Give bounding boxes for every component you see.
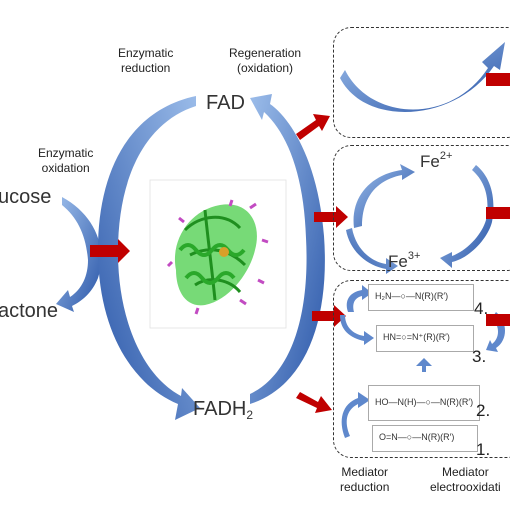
mediator-molecule-2: HO—N(H)—○—N(R)(R′) — [368, 385, 480, 421]
mediator-electrooxidation-line2: electrooxidati — [430, 480, 501, 494]
substrate-red-arrow — [90, 239, 130, 263]
regeneration-box-arrow — [340, 42, 510, 113]
regeneration-arrow — [250, 94, 325, 404]
mediator-electrooxidation-line1: Mediator — [442, 465, 489, 479]
mediator-molecule-1: O=N—○—N(R)(R′) — [372, 425, 478, 452]
fadh2-label: FADH2 — [193, 398, 253, 422]
mediator-arrows — [340, 285, 510, 438]
fadh2-main: FADH — [193, 398, 247, 420]
protein-ribbon — [166, 199, 269, 315]
iron-cycle-arrows — [346, 164, 510, 274]
mediator-molecule-3: HN=○=N⁺(R)(R′) — [376, 325, 474, 352]
molecule-3-formula: HN=○=N⁺(R)(R′) — [383, 332, 450, 342]
enzymatic-oxidation-line2: oxidation — [41, 161, 90, 175]
glucose-label: ucose — [0, 186, 52, 208]
regeneration-red-arrows — [296, 114, 348, 413]
step-number-4: 4. — [474, 299, 489, 318]
protein-structure-image — [149, 179, 287, 329]
fe3-superscript: 3+ — [407, 250, 421, 262]
regeneration-box — [333, 27, 510, 138]
regeneration-line2: (oxidation) — [237, 61, 294, 75]
fe2-main: Fe — [420, 152, 440, 171]
step-number-3: 3. — [472, 347, 487, 366]
mediator-reduction-line2: reduction — [340, 480, 390, 494]
lactone-label: actone — [0, 300, 59, 322]
mediator-reduction-label: Mediator reduction — [340, 465, 389, 495]
organic-mediator-box — [333, 280, 510, 458]
fe3-main: Fe — [388, 252, 408, 271]
enzymatic-reduction-line1: Enzymatic — [118, 46, 174, 60]
enzymatic-reduction-label: Enzymatic reduction — [118, 46, 173, 76]
step-number-2: 2. — [476, 401, 491, 420]
iron-mediator-box — [333, 145, 510, 271]
fe2-superscript: 2+ — [439, 150, 453, 162]
mediator-molecule-4: H₂N—○—N(R)(R′) — [368, 284, 474, 311]
regeneration-label: Regeneration (oxidation) — [229, 46, 301, 76]
molecule-2-formula: HO—N(H)—○—N(R)(R′) — [375, 397, 474, 407]
molecule-4-formula: H₂N—○—N(R)(R′) — [375, 291, 449, 301]
step-number-1: 1. — [476, 440, 491, 459]
glucose-oxidation-arrow — [56, 197, 102, 312]
mediator-reduction-line1: Mediator — [341, 465, 389, 479]
enzymatic-oxidation-line1: Enzymatic — [38, 146, 94, 160]
enzymatic-reduction-arrow — [98, 96, 200, 420]
enzymatic-reduction-line2: reduction — [120, 61, 171, 75]
enzymatic-oxidation-label: Enzymatic oxidation — [38, 146, 93, 176]
fad-label: FAD — [206, 92, 245, 114]
fadh2-subscript: 2 — [246, 408, 254, 422]
molecule-1-formula: O=N—○—N(R)(R′) — [379, 432, 455, 442]
fe2-label: Fe2+ — [420, 150, 452, 172]
fe3-label: Fe3+ — [388, 250, 420, 272]
mediator-electrooxidation-label: Mediator electrooxidati — [430, 465, 501, 495]
regeneration-line1: Regeneration — [229, 46, 302, 60]
